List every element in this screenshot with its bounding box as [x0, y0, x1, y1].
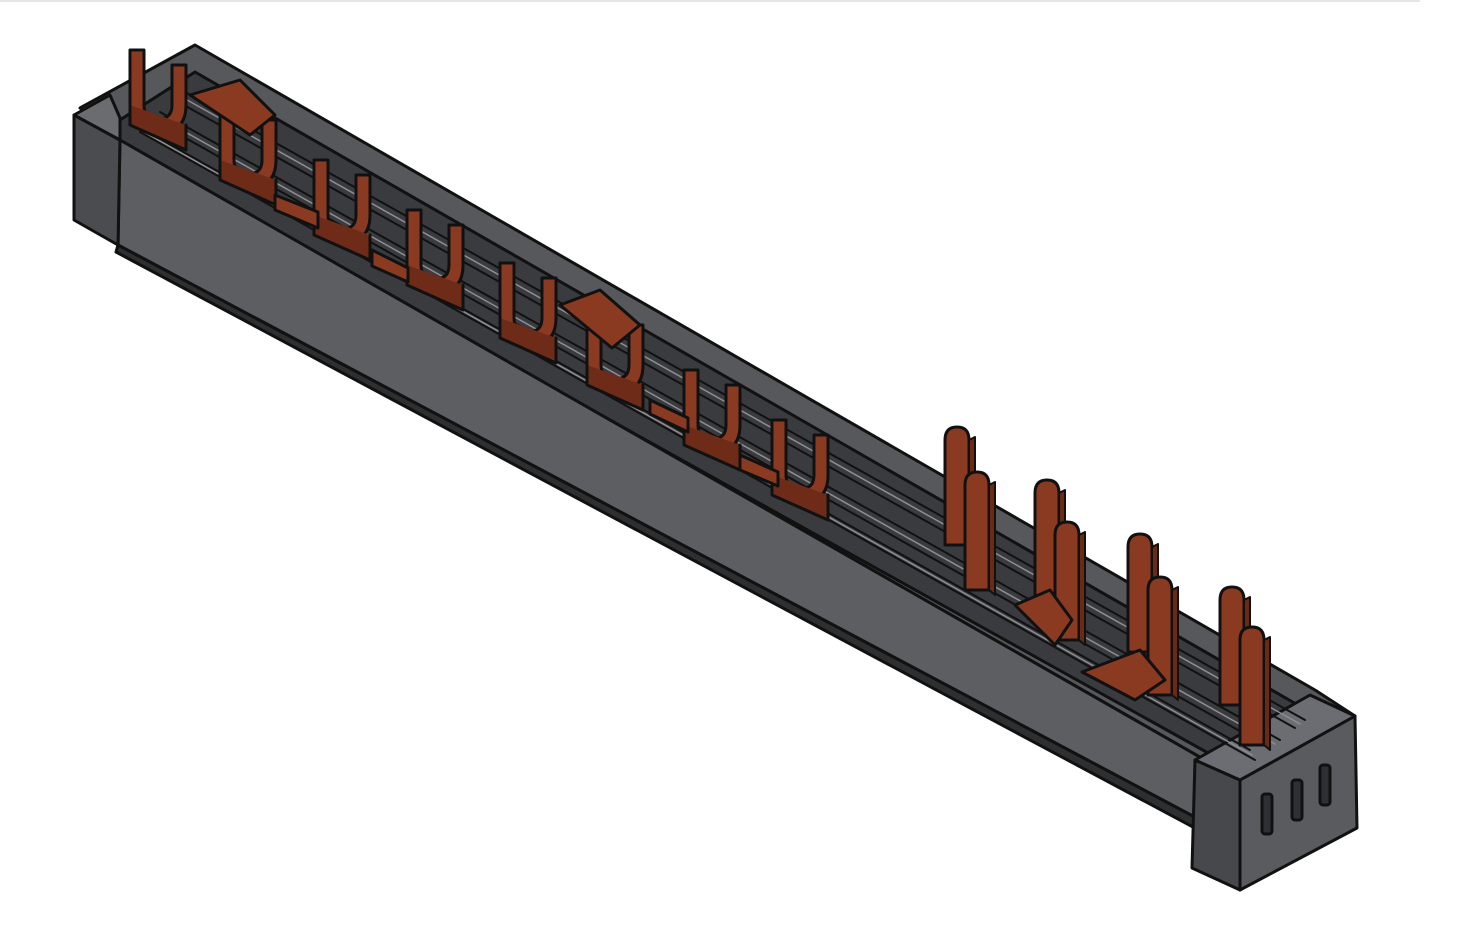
pin-pair — [1013, 478, 1087, 647]
end-slot — [1260, 792, 1274, 836]
pin-pair — [1080, 532, 1180, 702]
right-end-cap-side — [1190, 758, 1242, 892]
housing-front-face — [116, 138, 1242, 842]
end-slot — [1318, 763, 1332, 807]
end-slot — [1290, 778, 1304, 822]
left-end-cap-side — [72, 93, 122, 142]
top-border-line — [0, 0, 1420, 2]
pin-pairs — [943, 425, 1272, 752]
pin-base-plate — [1080, 648, 1167, 702]
copper-bridges — [188, 78, 780, 488]
pin-base-plate — [1013, 588, 1074, 647]
end-slots — [1260, 763, 1332, 836]
